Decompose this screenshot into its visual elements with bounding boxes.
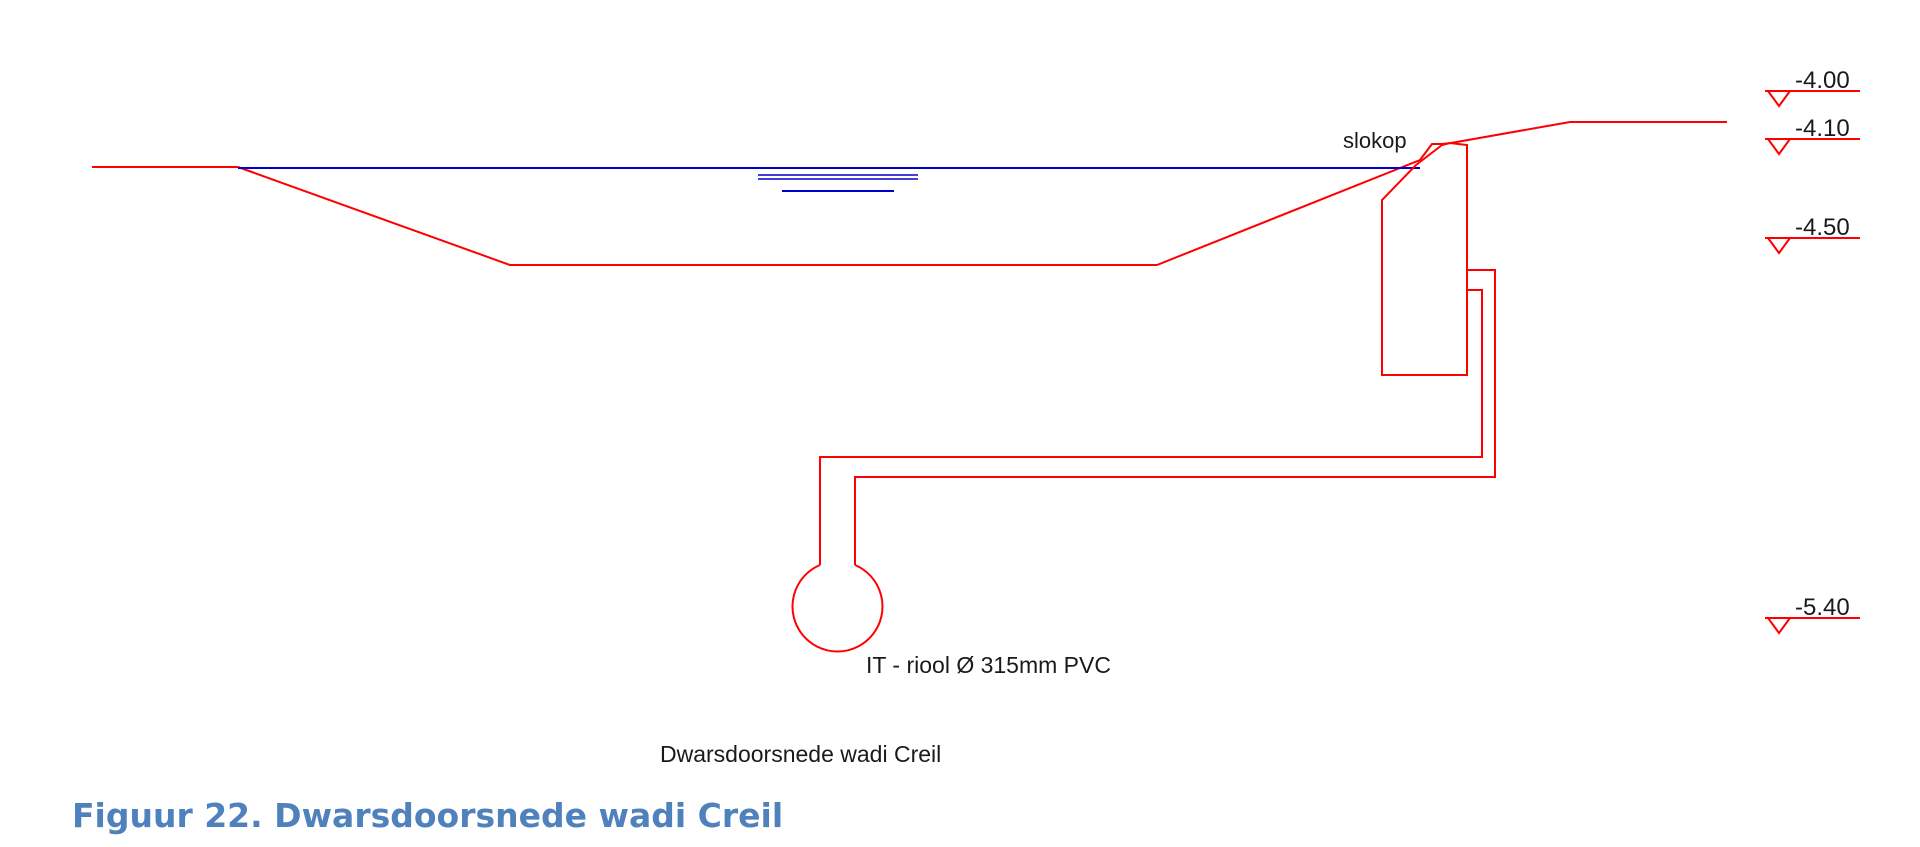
figure-caption: Figuur 22. Dwarsdoorsnede wadi Creil [72,796,784,835]
level-marker-2: -4.10 [1765,115,1860,156]
drain-pipe-inner [819,289,1483,565]
level-marker-3: -4.50 [1765,214,1860,255]
level-label: -4.50 [1795,214,1850,241]
ground-profile [92,121,1727,266]
pipe-label: IT - riool Ø 315mm PVC [866,652,1111,678]
drain-pipe-outer [854,269,1496,565]
water-level-symbol [758,174,918,192]
sewer-pipe-circle [791,564,884,653]
level-marker-1: -4.00 [1765,67,1860,108]
slokop-label: slokop [1343,128,1407,153]
slokop-structure [1381,141,1468,376]
drawing-subtitle: Dwarsdoorsnede wadi Creil [660,741,941,767]
level-label: -4.00 [1795,67,1850,94]
level-label: -4.10 [1795,115,1850,142]
level-marker-4: -5.40 [1765,594,1860,635]
level-label: -5.40 [1795,594,1850,621]
